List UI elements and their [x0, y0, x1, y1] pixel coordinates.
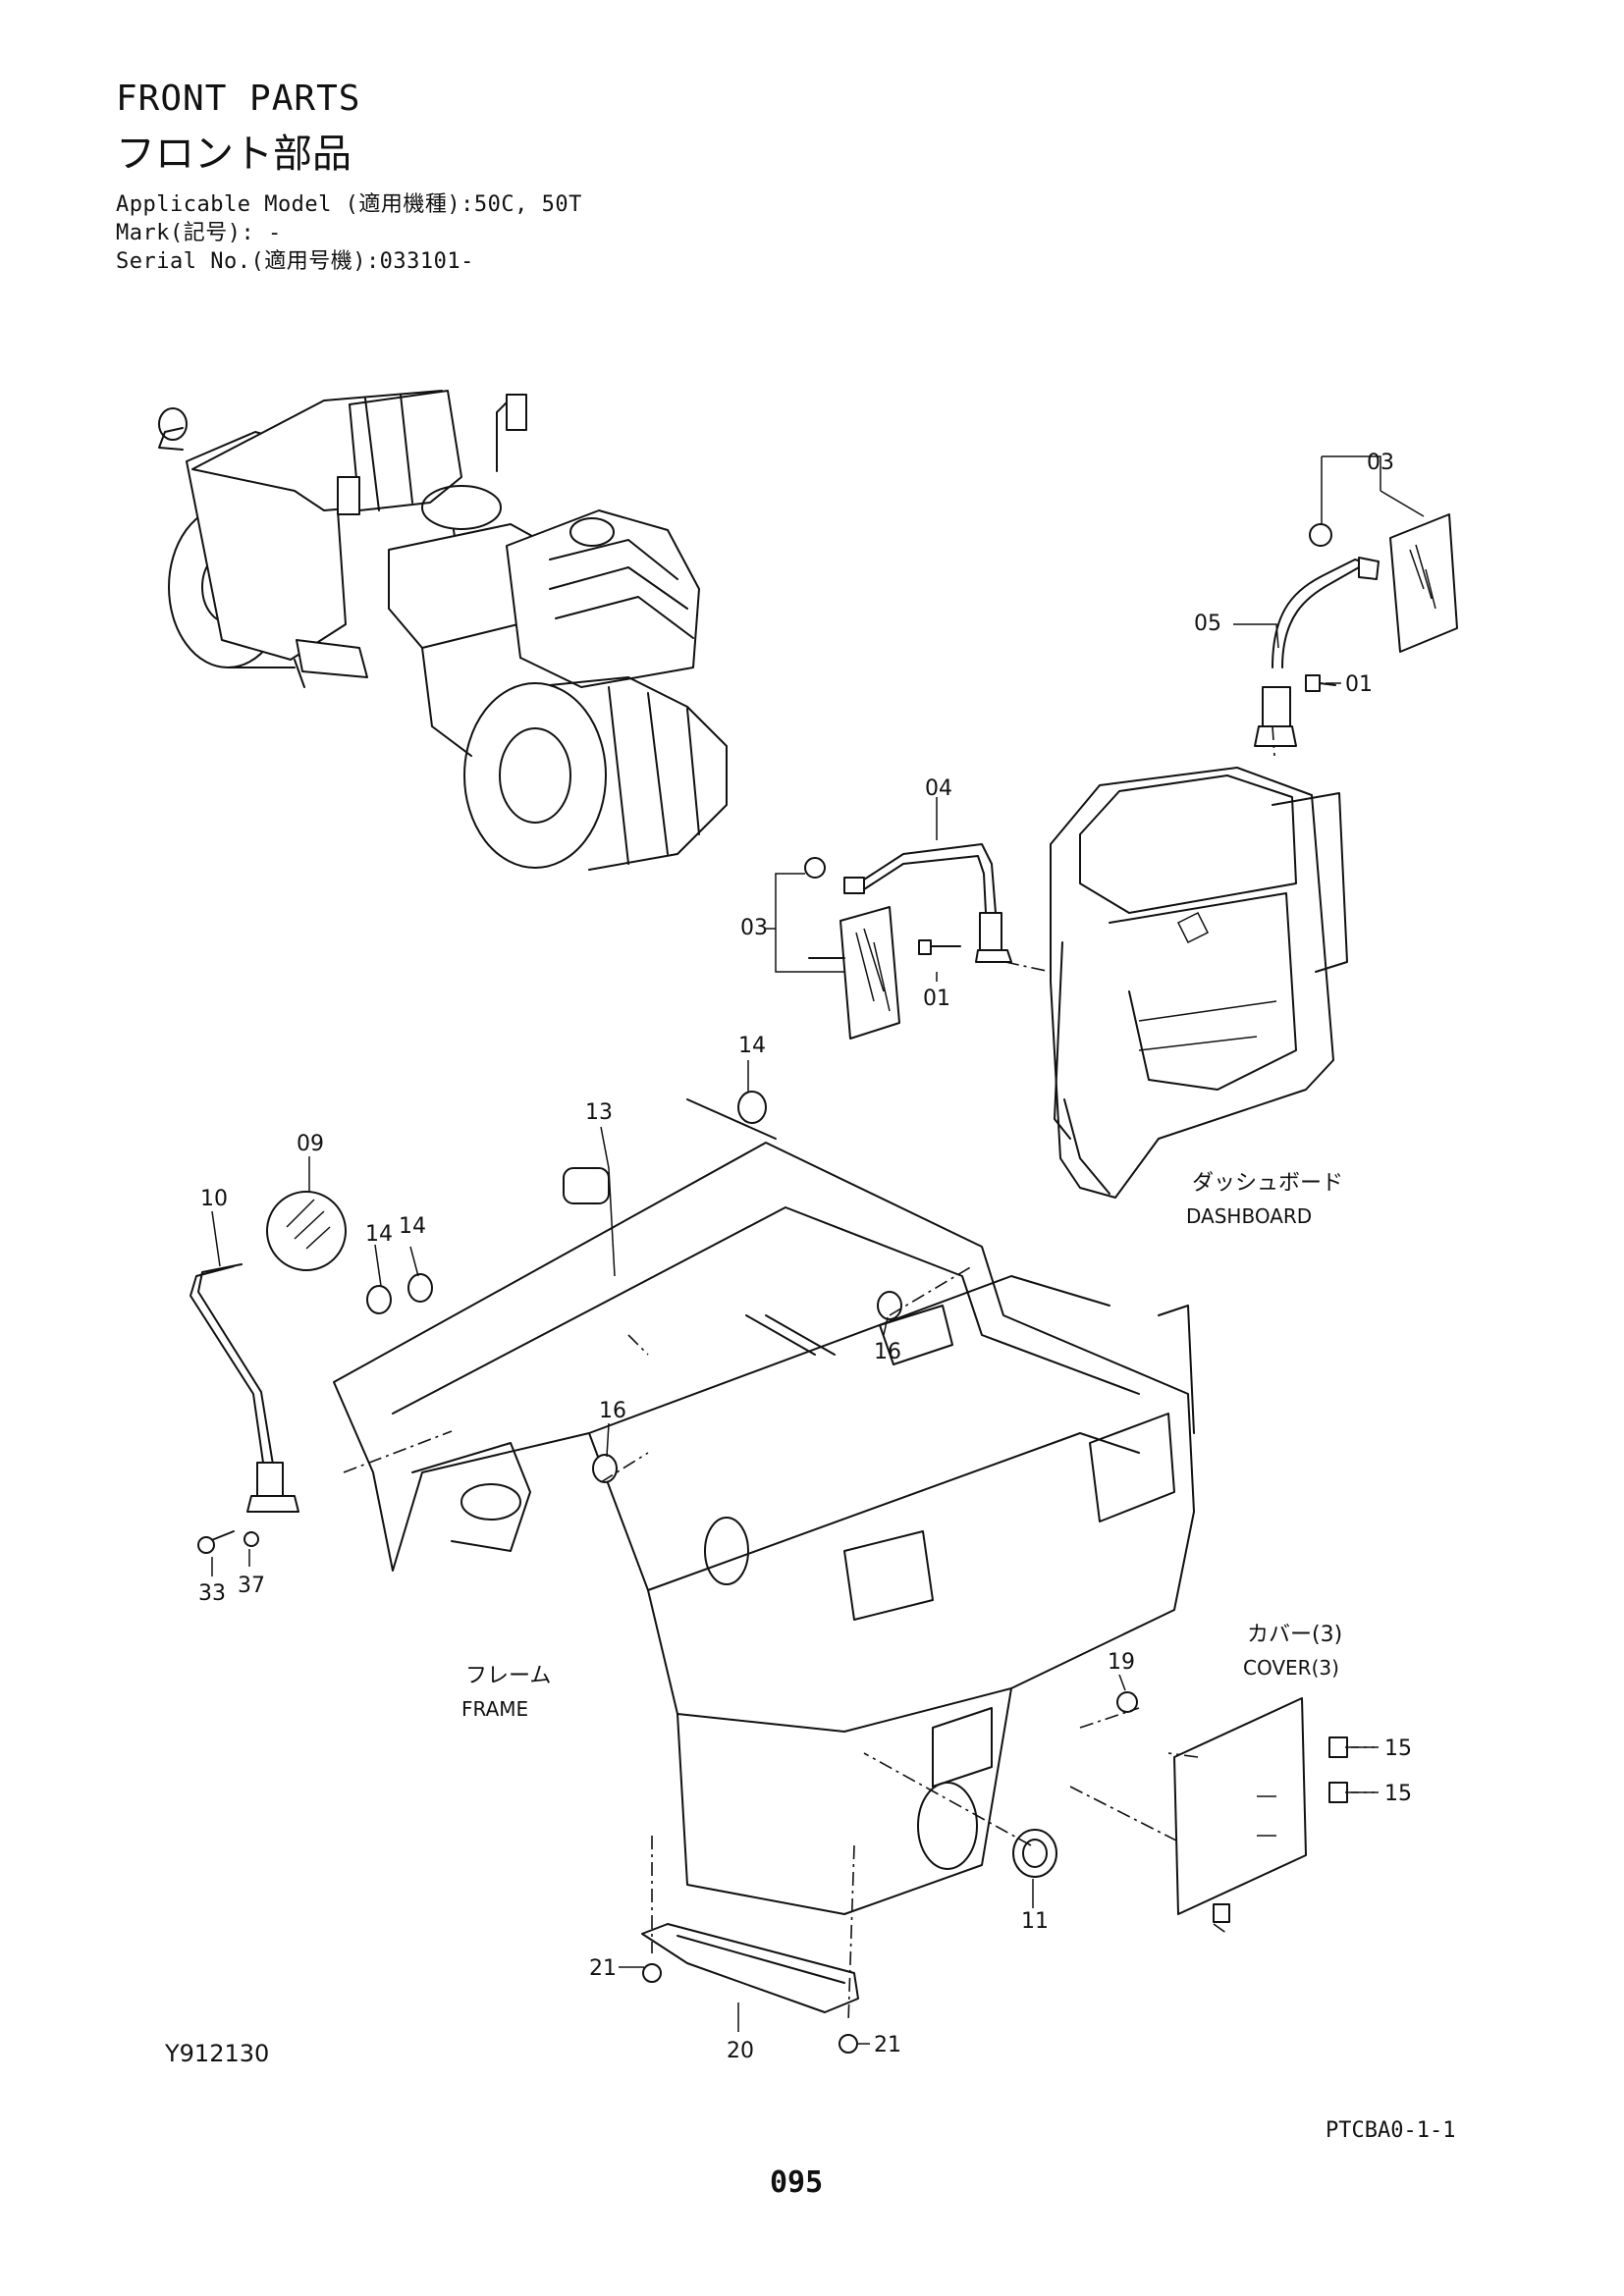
machine-overview-illustration — [158, 390, 728, 871]
callout-21-left: 21 — [589, 1956, 617, 1981]
callout-14-top: 14 — [738, 1034, 766, 1058]
page-number: 095 — [770, 2165, 824, 2200]
callout-03-right: 03 — [1367, 451, 1394, 475]
left-mirror-assembly — [804, 843, 1012, 1040]
callout-01-right: 01 — [1345, 672, 1373, 697]
reference-code: PTCBA0-1-1 — [1326, 2118, 1456, 2143]
cover-label-en: COVER(3) — [1243, 1656, 1339, 1680]
callout-05: 05 — [1194, 612, 1221, 636]
callout-14-left-a: 14 — [365, 1222, 393, 1247]
drawing-id: Y912130 — [165, 2040, 270, 2067]
frame-label-jp: フレーム — [465, 1664, 551, 1688]
callout-33: 33 — [198, 1581, 226, 1606]
callout-09: 09 — [297, 1132, 324, 1156]
cover-part-3 — [1173, 1697, 1348, 1923]
callout-13: 13 — [585, 1100, 613, 1125]
callout-15-upper: 15 — [1384, 1736, 1412, 1761]
callout-numbers: 03 05 01 04 03 01 14 13 09 10 14 14 16 1… — [198, 451, 1412, 2063]
applicable-model: Applicable Model (適用機種):50C, 50T — [116, 192, 582, 217]
frame-label-en: FRAME — [461, 1697, 528, 1721]
callout-16-right: 16 — [874, 1340, 901, 1364]
callout-04: 04 — [925, 776, 952, 801]
callout-20: 20 — [727, 2039, 754, 2063]
callout-03-left: 03 — [740, 916, 768, 940]
callout-leaders — [211, 455, 1425, 2045]
assembly-centerlines — [343, 725, 1375, 2023]
callout-21-right: 21 — [874, 2033, 901, 2057]
floor-plate-part-20 — [641, 1923, 859, 2013]
part-name-labels: ダッシュボード DASHBOARD フレーム FRAME カバー(3) COVE… — [461, 1171, 1343, 1721]
serial-number: Serial No.(適用号機):033101- — [116, 249, 474, 274]
dashboard-label-jp: ダッシュボード — [1192, 1171, 1343, 1196]
dashboard-label-en: DASHBOARD — [1186, 1204, 1312, 1228]
callout-01-left: 01 — [923, 987, 950, 1011]
callout-14-left-b: 14 — [399, 1214, 426, 1239]
callout-19: 19 — [1108, 1650, 1135, 1675]
mark-field: Mark(記号): - — [116, 221, 282, 245]
callout-16-left: 16 — [599, 1399, 626, 1423]
callout-11: 11 — [1021, 1909, 1049, 1934]
callout-10: 10 — [200, 1187, 228, 1211]
page-title: FRONT PARTS — [116, 79, 361, 119]
main-frame — [333, 1098, 1195, 1915]
callout-15-lower: 15 — [1384, 1782, 1412, 1806]
grommet-14-top — [737, 1091, 767, 1124]
callout-37: 37 — [238, 1574, 265, 1598]
right-mirror-assembly — [1254, 513, 1458, 747]
small-parts — [366, 1091, 1138, 2054]
dashboard-panel — [1050, 767, 1348, 1199]
left-mirror-stay-assembly — [189, 1191, 347, 1554]
page-title-japanese: フロント部品 — [116, 132, 352, 177]
cover-label-jp: カバー(3) — [1247, 1623, 1342, 1647]
